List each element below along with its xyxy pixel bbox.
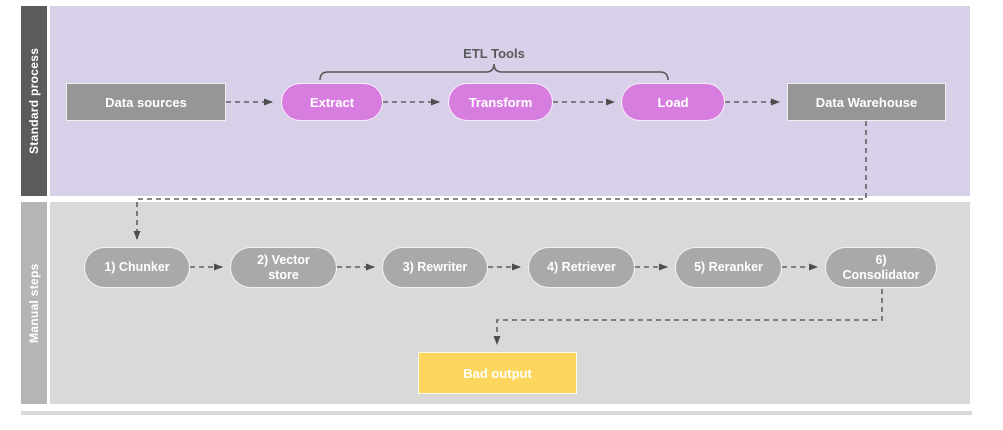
node-data-warehouse[interactable]: Data Warehouse	[787, 83, 946, 121]
node-reranker[interactable]: 5) Reranker	[675, 247, 782, 288]
node-extract[interactable]: Extract	[281, 83, 383, 121]
node-transform[interactable]: Transform	[448, 83, 553, 121]
node-data-sources[interactable]: Data sources	[66, 83, 226, 121]
node-retriever[interactable]: 4) Retriever	[528, 247, 635, 288]
lane-divider-strip	[21, 411, 972, 415]
node-rewriter[interactable]: 3) Rewriter	[382, 247, 488, 288]
node-vector-store[interactable]: 2) Vector store	[230, 247, 337, 288]
node-consolidator[interactable]: 6) Consolidator	[825, 247, 937, 288]
etl-tools-label: ETL Tools	[463, 46, 525, 61]
node-chunker[interactable]: 1) Chunker	[84, 247, 190, 288]
node-load[interactable]: Load	[621, 83, 725, 121]
lane-label-standard-process: Standard process	[21, 6, 47, 196]
lane-label-manual-steps: Manual steps	[21, 202, 47, 404]
node-bad-output[interactable]: Bad output	[418, 352, 577, 394]
